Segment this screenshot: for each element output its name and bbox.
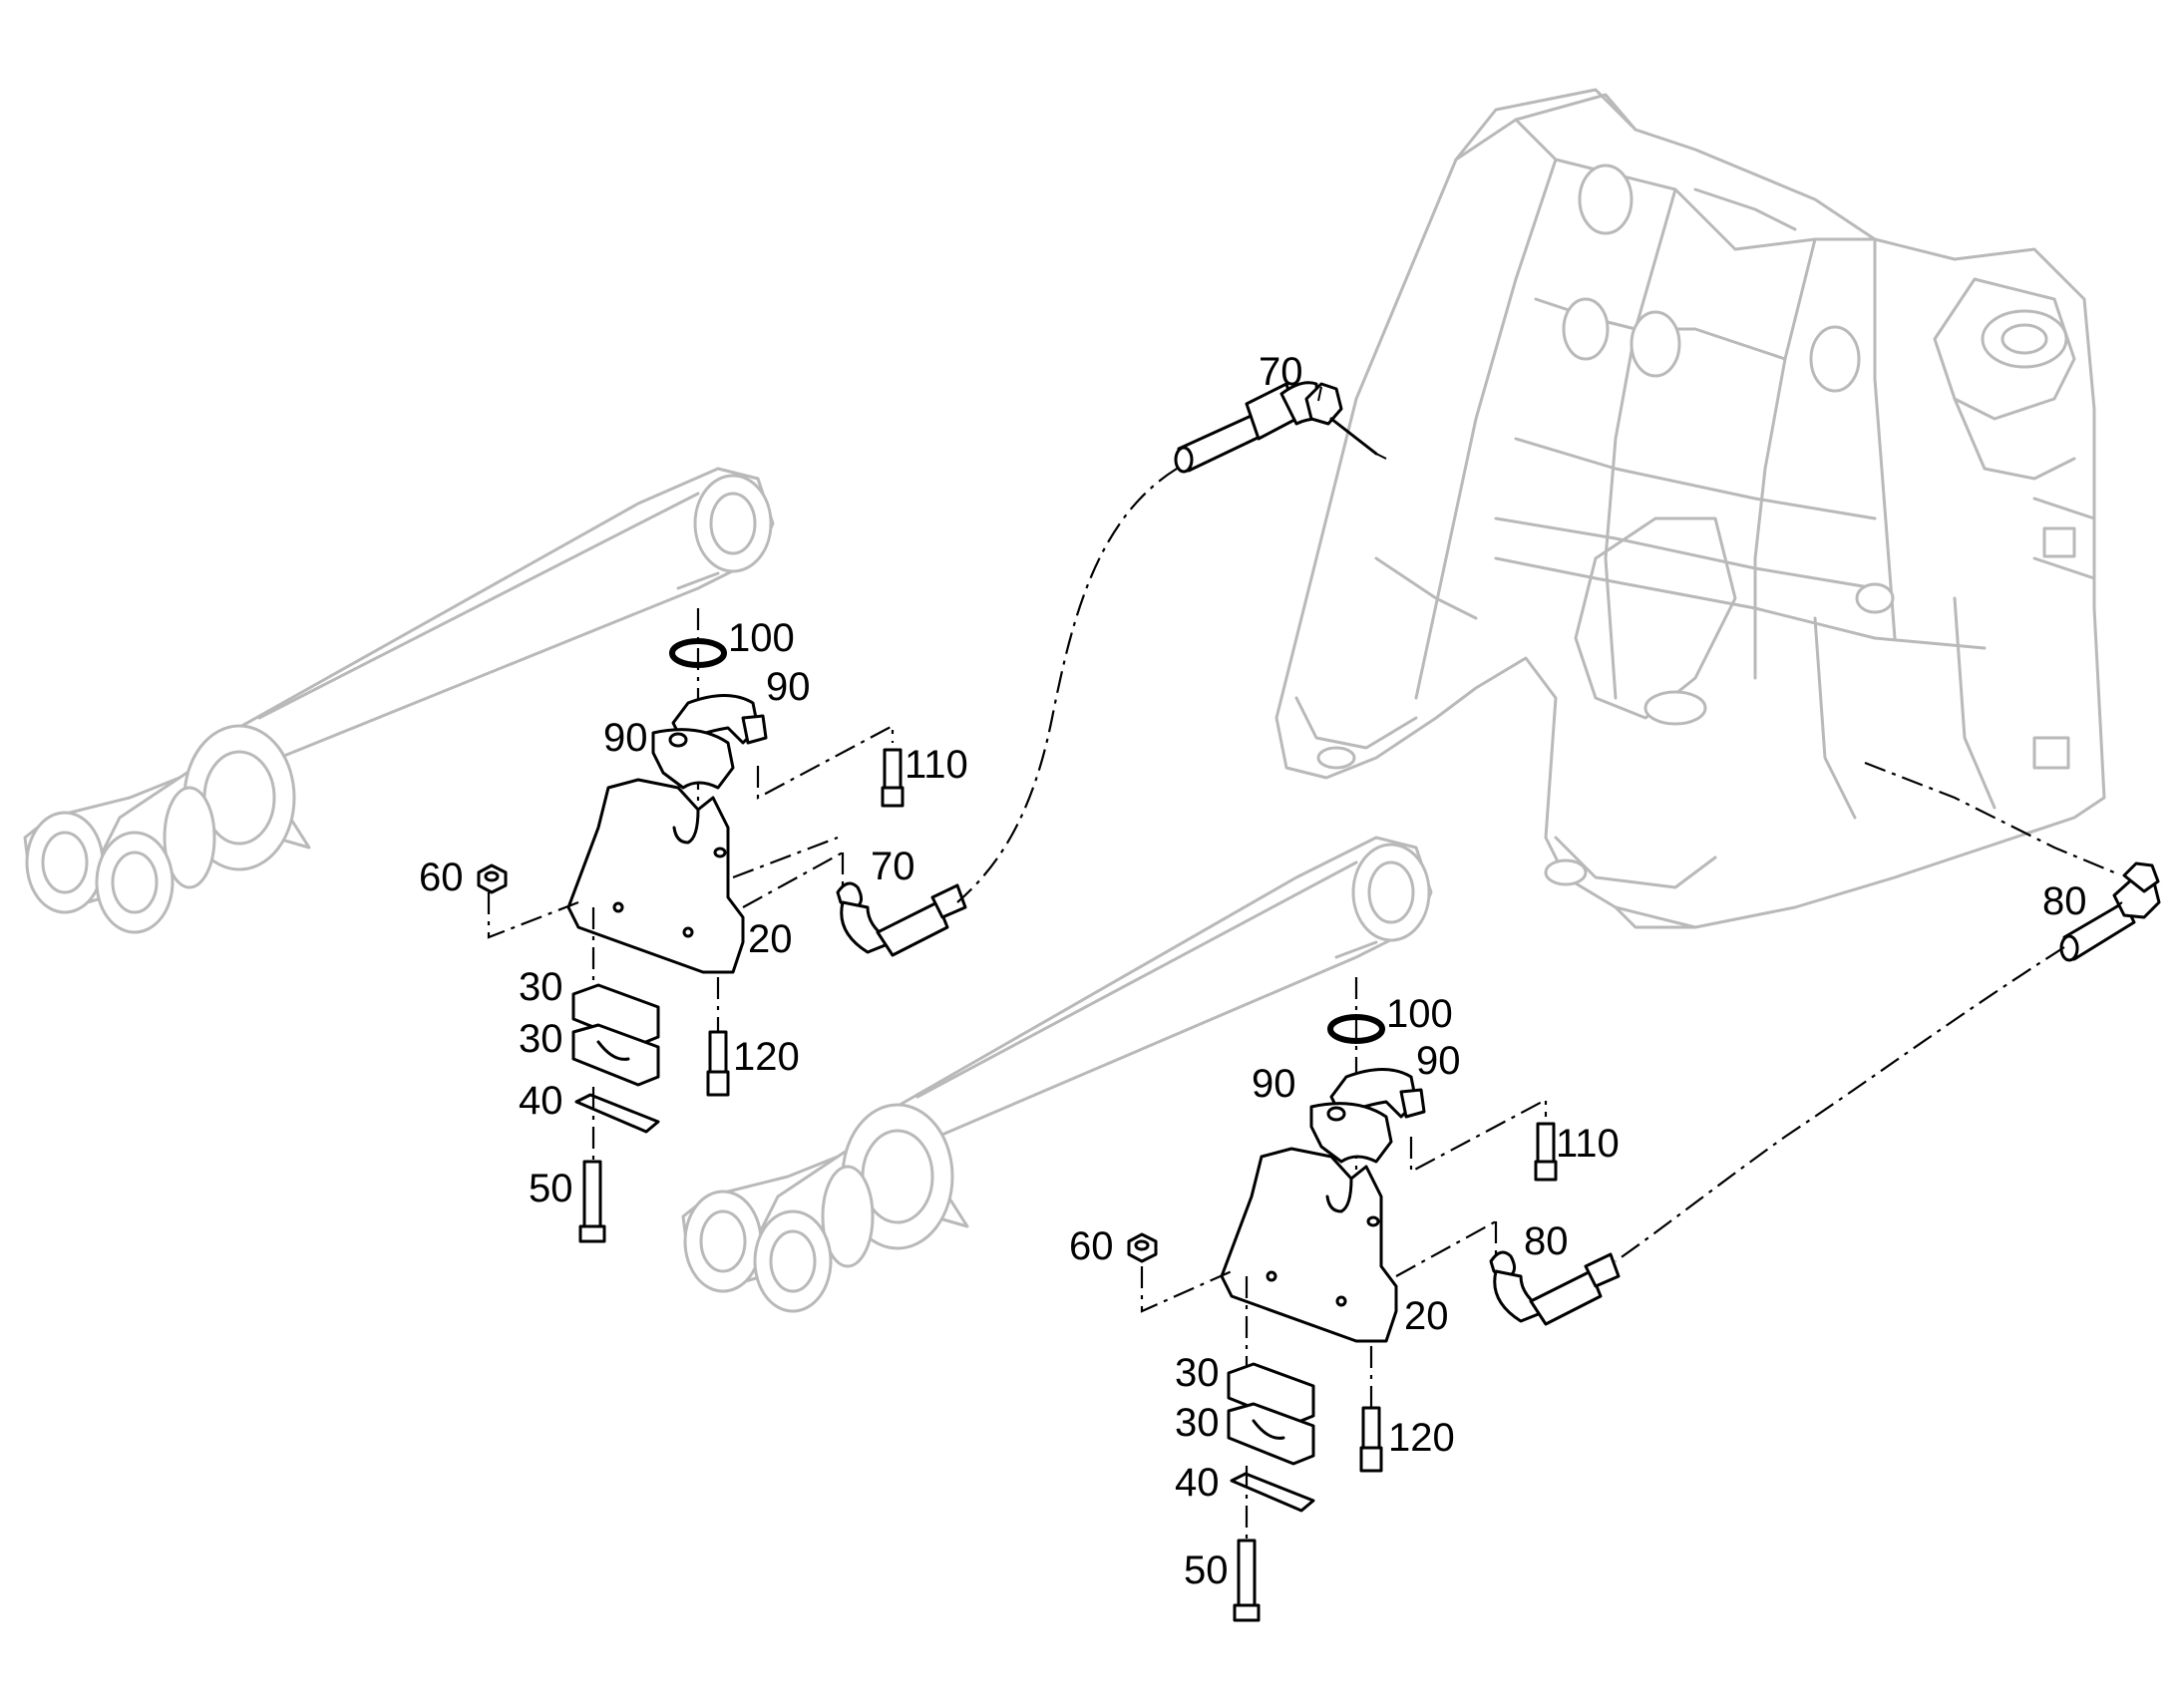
callout-labels: 70 80 100 90 90 110 60 70 20 30 30 120 4…: [419, 350, 2087, 1592]
callout-80-right-group: 80: [1524, 1219, 1569, 1263]
callout-120-right: 120: [1388, 1416, 1455, 1460]
callout-110-right: 110: [1556, 1122, 1620, 1166]
loader-frame-illustration: [1274, 88, 2106, 929]
callout-110-left: 110: [905, 743, 968, 787]
callout-90-left-a: 90: [766, 665, 811, 709]
left-clamp-assembly: [477, 608, 967, 1243]
clamp-half-30-left-a: [571, 983, 660, 1047]
plate-40-right: [1230, 1472, 1315, 1513]
callout-40-right: 40: [1175, 1461, 1220, 1505]
callout-30-left-a: 30: [519, 965, 563, 1009]
callout-100-left: 100: [728, 616, 795, 660]
callout-90-right-b: 90: [1252, 1062, 1296, 1106]
clamp-half-30-right-a: [1227, 1362, 1315, 1426]
callout-70-left: 70: [871, 845, 915, 888]
bolt-110-left: [883, 748, 903, 790]
right-hydraulic-cylinder-illustration: [681, 836, 1433, 1313]
callout-30-right-a: 30: [1175, 1351, 1220, 1395]
bolt-50-left: [582, 1160, 602, 1228]
callout-30-left-b: 30: [519, 1017, 563, 1061]
hose-70-top: [1174, 381, 1378, 474]
hose-route-lines: [956, 453, 2115, 1262]
clamp-half-30-right-b: [1227, 1402, 1315, 1466]
hose-80-right: [2059, 861, 2161, 962]
callout-120-left: 120: [733, 1035, 800, 1079]
callout-60-right: 60: [1069, 1224, 1114, 1268]
plate-40-left: [574, 1093, 660, 1134]
left-hydraulic-cylinder-illustration: [23, 467, 775, 934]
leader-lines: [1317, 386, 2123, 910]
callout-90-right-a: 90: [1416, 1039, 1461, 1083]
callout-20-right: 20: [1404, 1294, 1449, 1338]
callout-20-left: 20: [748, 917, 793, 961]
callout-30-right-b: 30: [1175, 1401, 1220, 1445]
callout-80-right: 80: [2042, 879, 2087, 923]
right-clamp-assembly: [1127, 977, 1621, 1622]
callout-100-right: 100: [1386, 992, 1453, 1036]
bolt-120-left: [708, 1030, 728, 1074]
callout-50-left: 50: [529, 1167, 573, 1210]
o-ring-100-right: [1327, 1014, 1385, 1044]
callout-90-left-b: 90: [603, 716, 648, 760]
callout-60-left: 60: [419, 855, 464, 899]
o-ring-100-left: [669, 638, 727, 668]
callout-40-left: 40: [519, 1079, 563, 1123]
bolt-110-right: [1536, 1122, 1556, 1164]
callout-70-top: 70: [1259, 350, 1303, 394]
bolt-120-right: [1361, 1406, 1381, 1450]
bolt-50-right: [1237, 1538, 1257, 1607]
clamp-half-30-left-b: [571, 1023, 660, 1087]
callout-50-right: 50: [1184, 1548, 1229, 1592]
